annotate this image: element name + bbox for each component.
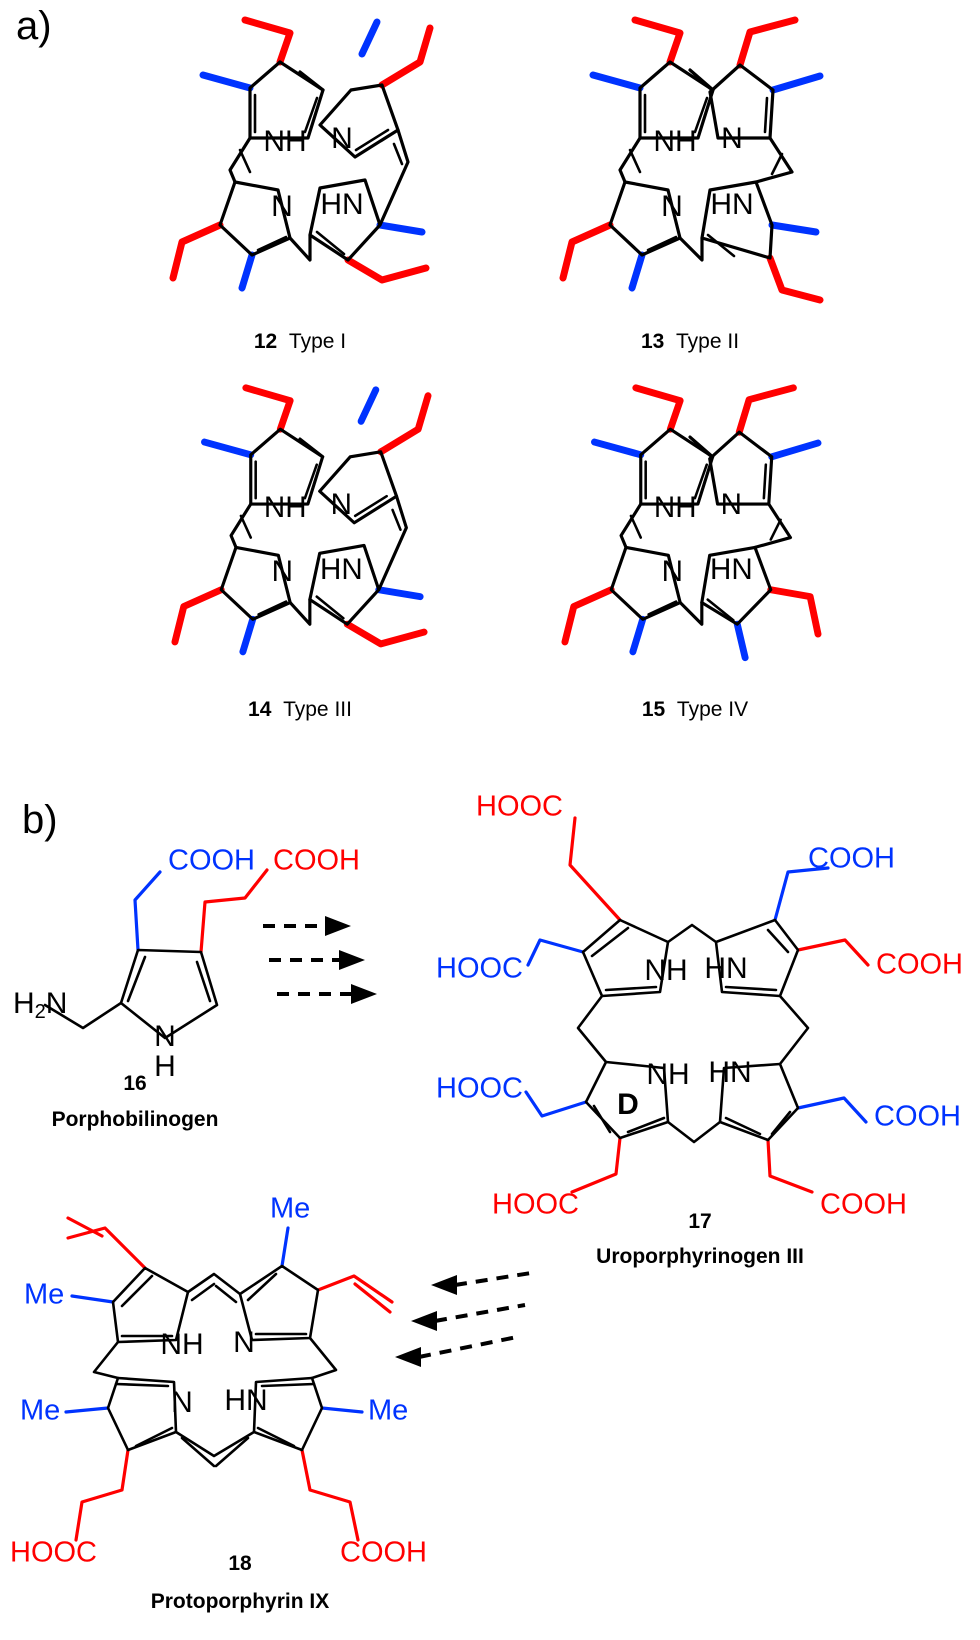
label-me-bottom-right: Me [368,1395,408,1427]
label-cooh-bottom-right: COOH [340,1537,427,1569]
structure-12: NH N N HN [169,16,434,292]
structure-18: NH N N HN Me Me Me Me HOOC COOH [10,1193,427,1569]
caption-14: 14 Type III [248,698,352,721]
structure-13: NH N N HN [559,16,824,304]
atom-label-n: N [331,488,352,521]
label-cooh-4: COOH [820,1189,907,1221]
atom-label-n2: N [272,555,293,588]
label-hooc-2: HOOC [436,953,523,985]
arrow-line-4 [454,1271,532,1287]
label-hooc-4: HOOC [492,1189,579,1221]
ring-d-marker: D [617,1088,639,1121]
atom-label-nh-1: NH [644,954,687,987]
label-me-top-right: Me [270,1193,310,1225]
arrow-head-5 [411,1311,437,1331]
caption-16-number: 16 [123,1072,147,1095]
atom-label-n2: N [661,190,683,223]
atom-label-nh-2: NH [646,1058,689,1091]
backward-arrows [395,1271,532,1367]
arrow-head-3 [351,984,377,1004]
atom-label-hn: HN [710,553,753,586]
panel-a-label: a) [16,4,52,48]
atom-label-n2: N [271,190,293,223]
label-cooh-blue: COOH [168,845,255,877]
label-cooh-1: COOH [808,843,895,875]
caption-13: 13 Type II [640,330,740,353]
label-me-bottom-left: Me [20,1395,60,1427]
label-cooh-red: COOH [273,845,360,877]
caption-15: 15 Type IV [641,698,749,721]
arrow-head-6 [395,1347,421,1367]
caption-12: 12 Type I [253,330,347,353]
atom-label-n2: N [662,555,683,588]
label-h2n: H2N [13,987,67,1023]
caption-17-name: Uroporphyrinogen III [596,1245,804,1268]
label-hooc-bottom-left: HOOC [10,1537,97,1569]
structure-16: COOH COOH H2N N H [13,845,360,1083]
label-hooc-3: HOOC [436,1073,523,1105]
caption-17-number: 17 [688,1210,712,1233]
atom-label-hn-1: HN [704,952,747,985]
label-me-top-left: Me [24,1279,64,1311]
arrow-head-1 [325,916,351,936]
atom-label-hn: HN [320,553,363,586]
arrow-line-6 [418,1335,518,1359]
label-hooc-1: HOOC [476,791,563,823]
atom-label-nh: NH [263,125,306,158]
caption-18-number: 18 [228,1552,252,1575]
forward-arrows [263,916,377,1004]
atom-label-nh: NH [264,491,307,524]
label-cooh-2: COOH [876,949,963,981]
caption-18-name: Protoporphyrin IX [150,1590,330,1613]
structure-17: NH HN NH HN D HOOC COOH HOOC COOH HOOC C… [436,791,963,1221]
atom-label-hn: HN [320,188,363,221]
atom-label-n: N [331,122,353,155]
atom-label-hn: HN [710,188,753,221]
structure-14: NH N N HN [171,384,432,656]
arrow-line-5 [434,1303,526,1323]
caption-16-name: Porphobilinogen [51,1108,219,1131]
atom-label-n: N [721,488,742,521]
atom-label-ring-h: H [154,1050,176,1083]
atom-label-nh-top: NH [160,1328,203,1361]
arrow-head-2 [339,950,365,970]
atom-label-ring-n: N [154,1020,176,1053]
atom-label-nh: NH [654,491,697,524]
panel-b-label: b) [22,798,58,842]
atom-label-n-top: N [233,1326,255,1359]
atom-label-n-bottom: N [171,1386,193,1419]
label-cooh-3: COOH [874,1101,961,1133]
arrow-head-4 [431,1275,457,1295]
atom-label-n: N [721,122,743,155]
atom-label-nh: NH [653,125,696,158]
atom-label-hn-bottom: HN [224,1384,267,1417]
structure-15: NH N N HN [561,384,822,662]
atom-label-hn-2: HN [708,1056,751,1089]
